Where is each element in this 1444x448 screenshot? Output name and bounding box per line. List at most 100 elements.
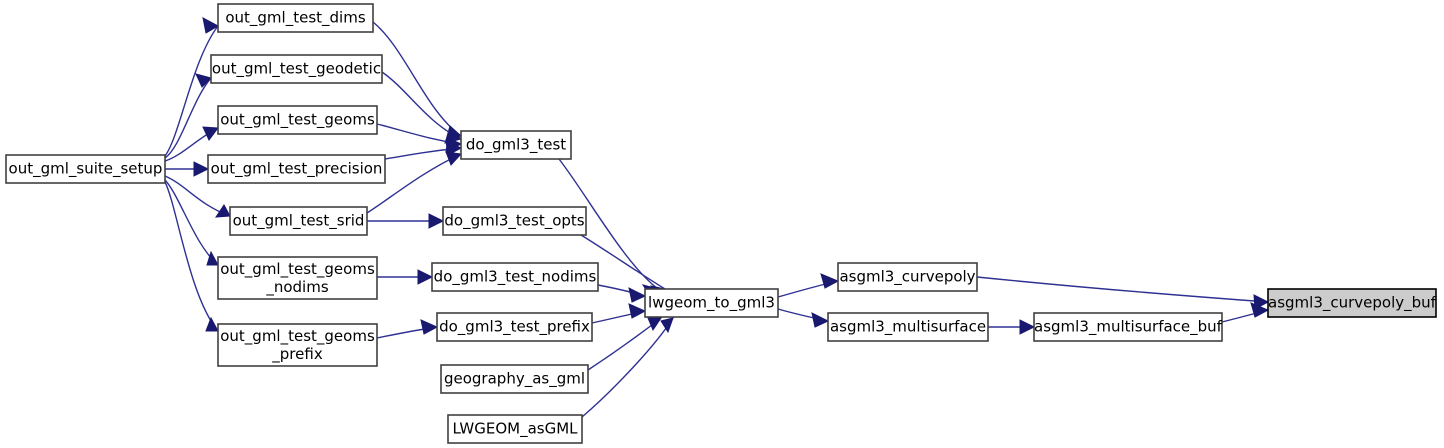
node-label-out_gml_test_precision: out_gml_test_precision	[211, 160, 383, 179]
arrowhead-icon	[202, 126, 219, 141]
edge-out_gml_test_geodetic-to-do_gml3_test	[381, 71, 463, 144]
node-label-out_gml_test_srid: out_gml_test_srid	[233, 212, 365, 231]
node-box-do_gml3_test_prefix[interactable]	[436, 312, 593, 342]
node-geography_as_gml[interactable]: geography_as_gml	[440, 364, 589, 394]
edge-lwgeom_to_gml3-to-asgml3_multisurface	[777, 308, 830, 328]
node-label-asgml3_curvepoly_buf: asgml3_curvepoly_buf	[1268, 294, 1437, 313]
node-do_gml3_test_nodims[interactable]: do_gml3_test_nodims	[431, 262, 599, 292]
arrowhead-icon	[193, 161, 210, 177]
node-LWGEOM_asGML[interactable]: LWGEOM_asGML	[447, 414, 583, 444]
edge-out_gml_test_srid-to-do_gml3_test	[366, 151, 463, 214]
edge-out_gml_suite_setup-to-out_gml_test_dims	[164, 17, 220, 157]
node-box-out_gml_test_precision[interactable]	[207, 154, 386, 184]
arrowhead-icon	[420, 319, 439, 335]
edge-out_gml_suite_setup-to-out_gml_test_precision	[165, 161, 210, 177]
arrowhead-icon	[647, 317, 662, 332]
node-box-lwgeom_to_gml3[interactable]	[644, 288, 779, 318]
node-do_gml3_test_prefix[interactable]: do_gml3_test_prefix	[436, 312, 593, 342]
node-out_gml_test_geoms_prefix[interactable]: out_gml_test_geoms_prefix	[217, 323, 378, 367]
edge-out_gml_test_geoms_prefix-to-do_gml3_test_prefix	[376, 319, 439, 339]
arrowhead-icon	[628, 287, 647, 303]
node-box-out_gml_test_geoms_nodims[interactable]	[217, 256, 378, 300]
edge-out_gml_test_dims-to-do_gml3_test	[372, 21, 463, 141]
node-out_gml_test_srid[interactable]: out_gml_test_srid	[229, 206, 368, 236]
arrowhead-icon	[445, 151, 463, 166]
edge-out_gml_test_precision-to-do_gml3_test	[384, 140, 463, 160]
node-box-out_gml_test_dims[interactable]	[217, 3, 374, 33]
node-label-asgml3_curvepoly: asgml3_curvepoly	[839, 268, 975, 287]
node-out_gml_test_precision[interactable]: out_gml_test_precision	[207, 154, 386, 184]
node-box-LWGEOM_asGML[interactable]	[447, 414, 583, 444]
node-box-out_gml_test_geodetic[interactable]	[210, 54, 383, 84]
arrowhead-icon	[202, 17, 220, 34]
node-label-do_gml3_test_prefix: do_gml3_test_prefix	[439, 318, 590, 337]
arrowhead-icon	[195, 73, 212, 88]
node-box-do_gml3_test_nodims[interactable]	[431, 262, 599, 292]
node-label-lwgeom_to_gml3: lwgeom_to_gml3	[648, 294, 775, 313]
arrowhead-icon	[1019, 319, 1036, 335]
node-label-out_gml_test_geoms_nodims: out_gml_test_geoms_nodims	[220, 260, 375, 297]
node-out_gml_test_geodetic[interactable]: out_gml_test_geodetic	[210, 54, 383, 84]
edge-lwgeom_to_gml3-to-asgml3_curvepoly	[777, 273, 840, 298]
arrowhead-icon	[445, 140, 463, 156]
node-box-asgml3_curvepoly[interactable]	[837, 262, 978, 292]
arrowhead-icon	[1250, 302, 1270, 318]
node-label-out_gml_test_geoms: out_gml_test_geoms	[220, 111, 375, 130]
arrowhead-icon	[428, 213, 445, 229]
edge-asgml3_multisurface-to-asgml3_multisurface_buf	[988, 319, 1036, 335]
node-box-asgml3_multisurface[interactable]	[827, 312, 989, 342]
edge-geography_as_gml-to-lwgeom_to_gml3	[587, 317, 662, 371]
arrowhead-icon	[811, 312, 830, 328]
node-out_gml_test_dims[interactable]: out_gml_test_dims	[217, 3, 374, 33]
node-label-geography_as_gml: geography_as_gml	[444, 370, 585, 389]
node-box-out_gml_test_srid[interactable]	[229, 206, 368, 236]
node-asgml3_curvepoly_buf[interactable]: asgml3_curvepoly_buf	[1267, 288, 1437, 318]
node-label-LWGEOM_asGML: LWGEOM_asGML	[452, 420, 578, 439]
node-out_gml_test_geoms_nodims[interactable]: out_gml_test_geoms_nodims	[217, 256, 378, 300]
nodes-layer: out_gml_suite_setup out_gml_test_dims out_…	[5, 3, 1437, 444]
arrowhead-icon	[820, 273, 840, 289]
edge-out_gml_suite_setup-to-out_gml_test_srid	[164, 175, 231, 218]
edge-out_gml_suite_setup-to-out_gml_test_geodetic	[164, 73, 212, 159]
edge-out_gml_test_geoms_nodims-to-do_gml3_test_nodims	[377, 269, 434, 285]
node-box-asgml3_curvepoly_buf[interactable]	[1267, 288, 1437, 318]
arrowhead-icon	[206, 250, 219, 266]
node-out_gml_suite_setup[interactable]: out_gml_suite_setup	[5, 154, 166, 184]
arrowhead-icon	[215, 204, 231, 218]
node-out_gml_test_geoms[interactable]: out_gml_test_geoms	[217, 105, 378, 135]
node-box-geography_as_gml[interactable]	[440, 364, 589, 394]
node-label-do_gml3_test: do_gml3_test	[466, 136, 566, 155]
arrowhead-icon	[660, 317, 674, 334]
arrowhead-icon	[628, 303, 647, 319]
node-lwgeom_to_gml3[interactable]: lwgeom_to_gml3	[644, 288, 779, 318]
node-label-asgml3_multisurface: asgml3_multisurface	[830, 318, 986, 337]
edge-out_gml_test_srid-to-do_gml3_test_opts	[367, 213, 445, 229]
node-box-asgml3_multisurface_buf[interactable]	[1033, 312, 1223, 342]
arrowhead-icon	[417, 269, 434, 285]
node-label-do_gml3_test_nodims: do_gml3_test_nodims	[434, 268, 597, 287]
node-box-out_gml_test_geoms_prefix[interactable]	[217, 323, 378, 367]
edge-asgml3_curvepoly-to-asgml3_curvepoly_buf	[976, 276, 1270, 310]
node-box-out_gml_suite_setup[interactable]	[5, 154, 166, 184]
node-label-out_gml_test_geodetic: out_gml_test_geodetic	[212, 60, 381, 79]
edge-out_gml_suite_setup-to-out_gml_test_geoms	[164, 126, 219, 162]
edge-out_gml_suite_setup-to-out_gml_test_geoms_prefix	[164, 181, 219, 332]
node-do_gml3_test[interactable]: do_gml3_test	[460, 130, 572, 160]
edges-layer	[164, 17, 1270, 418]
edge-asgml3_multisurface_buf-to-asgml3_curvepoly_buf	[1221, 302, 1270, 323]
node-box-do_gml3_test[interactable]	[460, 130, 572, 160]
node-do_gml3_test_opts[interactable]: do_gml3_test_opts	[442, 206, 587, 236]
node-box-out_gml_test_geoms[interactable]	[217, 105, 378, 135]
node-box-do_gml3_test_opts[interactable]	[442, 206, 587, 236]
node-asgml3_multisurface[interactable]: asgml3_multisurface	[827, 312, 989, 342]
node-label-do_gml3_test_opts: do_gml3_test_opts	[444, 212, 584, 231]
node-label-asgml3_multisurface_buf: asgml3_multisurface_buf	[1034, 318, 1223, 337]
edge-LWGEOM_asGML-to-lwgeom_to_gml3	[581, 317, 674, 418]
node-asgml3_multisurface_buf[interactable]: asgml3_multisurface_buf	[1033, 312, 1223, 342]
node-asgml3_curvepoly[interactable]: asgml3_curvepoly	[837, 262, 978, 292]
edge-do_gml3_test_prefix-to-lwgeom_to_gml3	[591, 303, 647, 324]
arrowhead-icon	[205, 316, 219, 332]
node-label-out_gml_suite_setup: out_gml_suite_setup	[9, 160, 163, 179]
edge-out_gml_suite_setup-to-out_gml_test_geoms_nodims	[164, 179, 219, 266]
